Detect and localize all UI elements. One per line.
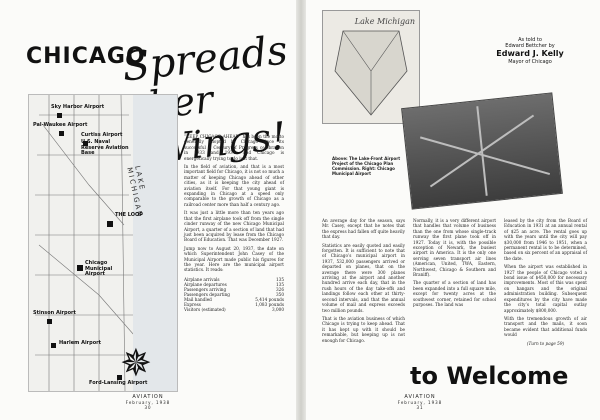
body-paragraph: Normally, it is a very different airport… (413, 218, 496, 278)
map-streets (35, 95, 145, 391)
map-label-municipal: Chicago Municipal Airport (85, 260, 113, 277)
article-intro-column: “KEEP CHICAGO AHEAD” has been the motto … (184, 134, 284, 312)
map-label-naval: U.S. Naval Reserve Aviation Base (81, 139, 129, 156)
municipal-airport-aerial-photo (401, 92, 563, 210)
folio-page-number: 30 (144, 405, 152, 410)
byline-told-by: Edward Bettcher by (505, 43, 555, 49)
lakefront-airport-plan-image: Lake Michigan (322, 10, 420, 124)
body-column: leased by the city from the Board of Edu… (504, 218, 587, 349)
page-gutter (296, 0, 306, 420)
chicago-airports-map: LAKE MICHIGAN Sky Harbor Airport Pal-Wau… (28, 94, 178, 392)
byline-block: As told to Edward Bettcher by Edward J. … (480, 37, 580, 65)
folio-magazine: AVIATION (404, 394, 436, 400)
aerial-runways (419, 106, 551, 196)
body-paragraph: leased by the city from the Board of Edu… (504, 218, 587, 261)
byline-author: Edward J. Kelly (496, 49, 564, 58)
headline-chicago: CHICAGO (26, 44, 146, 69)
body-paragraph: The quarter of a section of land has bee… (413, 280, 496, 308)
body-paragraph: An average day for the season, says Mr. … (322, 218, 405, 240)
body-column: Normally, it is a very different airport… (413, 218, 496, 349)
map-label-sky-harbor: Sky Harbor Airport (51, 104, 105, 110)
continued-note: (Turn to page 59) (526, 340, 565, 346)
folio-date: February, 1938 (125, 400, 171, 405)
folio-date: February, 1938 (397, 400, 443, 405)
byline-author-title: Mayor of Chicago (508, 59, 552, 65)
left-page: CHICAGO Spreads her Wings! LAKE MICH (0, 0, 296, 420)
map-label-harlem: Harlem Airport (59, 340, 101, 346)
compass-rose-icon: ✵ (120, 341, 152, 385)
map-label-pal-waukee: Pal-Waukee Airport (33, 122, 88, 128)
byline-told-to: As told to (518, 37, 542, 43)
body-paragraph: When the airport was established in 1927… (504, 264, 587, 313)
article-body-columns: An average day for the season, says Mr. … (322, 218, 588, 349)
body-paragraph: That is the aviation business of which C… (322, 315, 405, 343)
map-label-ford-lansing: Ford-Lansing Airport (89, 380, 148, 386)
image-caption: Above: The Lake-Front Airport Project of… (332, 156, 401, 176)
map-label-curtiss: Curtiss Airport (81, 132, 123, 138)
stat-row: Visitors (estimated)3,000 (184, 306, 284, 312)
plan-drawing (334, 30, 408, 116)
right-folio: AVIATION February, 1938 31 (390, 394, 450, 410)
map-label-loop: THE LOOP (115, 212, 143, 218)
body-paragraph: “KEEP CHICAGO AHEAD” has been the motto … (184, 134, 284, 161)
body-paragraph: With the tremendous growth of air transp… (504, 315, 587, 338)
left-folio: AVIATION February, 1938 30 (118, 394, 178, 410)
body-column: An average day for the season, says Mr. … (322, 218, 405, 349)
lake-area (133, 95, 177, 391)
folio-page-number: 31 (416, 405, 424, 410)
folio-magazine: AVIATION (132, 394, 164, 400)
map-label-stinson: Stinson Airport (33, 310, 76, 316)
body-paragraph: Statistics are easily quoted and easily … (322, 242, 405, 313)
body-paragraph: It was just a little more than ten years… (184, 210, 284, 243)
plan-lake-label: Lake Michigan (354, 17, 415, 26)
body-paragraph: In the field of aviation, and that is a … (184, 164, 284, 207)
headline-to-welcome: to Welcome (410, 362, 569, 390)
body-paragraph: Jump now to August 20, 1937, the date on… (184, 245, 284, 273)
